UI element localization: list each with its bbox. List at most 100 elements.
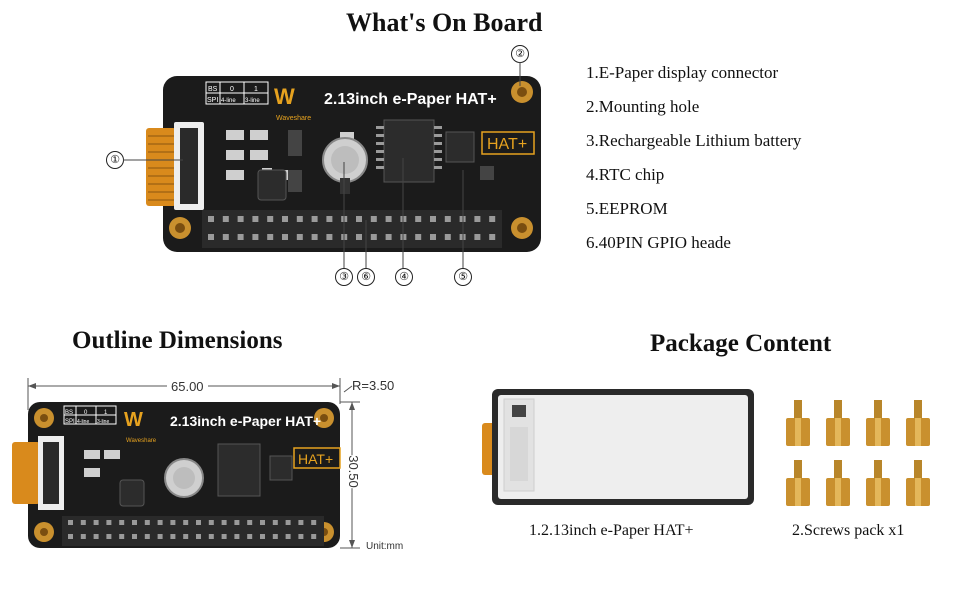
outline-drawing: BS 0 1 SPI 4-line 3-line W Waveshare 2.1… xyxy=(12,378,360,549)
gpio-pin xyxy=(285,534,291,539)
gpio-pin xyxy=(208,534,214,539)
brand-text: Waveshare xyxy=(276,115,311,122)
package-item-2: 2.Screws pack x1 xyxy=(792,522,905,539)
screws-image xyxy=(786,400,930,506)
gpio-pin xyxy=(157,534,163,539)
gpio-pin xyxy=(221,534,227,539)
gpio-pin xyxy=(119,520,125,525)
gpio-pin xyxy=(170,520,176,525)
gpio-pin xyxy=(157,520,163,525)
epaper-display-photo xyxy=(482,389,754,505)
width-dimension: 65.00 xyxy=(167,379,208,394)
display-panel xyxy=(498,395,748,499)
gpio-pin xyxy=(221,520,227,525)
svg-text:1: 1 xyxy=(254,86,258,93)
screw xyxy=(906,460,930,506)
gpio-pin xyxy=(106,520,112,525)
screw xyxy=(866,400,890,446)
gpio-pin xyxy=(385,216,392,222)
callout-3: ③ xyxy=(335,268,353,286)
gpio-pin xyxy=(132,534,137,539)
gpio-pin xyxy=(260,534,265,539)
feature-item: 2.Mounting hole xyxy=(586,97,700,116)
callout-leaders xyxy=(343,158,464,268)
gpio-pin xyxy=(93,520,99,525)
gpio-pin xyxy=(489,216,496,222)
board-photo-top: BS 0 1 SPI 4-line 3-line W Waveshare 2.1… xyxy=(146,76,541,252)
svg-text:3-line: 3-line xyxy=(245,98,260,104)
gpio-pin xyxy=(208,216,214,222)
gpio-pin xyxy=(234,520,240,525)
package-heading: Package Content xyxy=(650,330,832,357)
gpio-pin xyxy=(474,234,481,240)
gpio-pin xyxy=(260,520,265,525)
gpio-pin xyxy=(444,234,451,240)
svg-text:4-line: 4-line xyxy=(77,419,89,425)
svg-text:4-line: 4-line xyxy=(221,98,236,104)
gpio-pin xyxy=(356,234,362,240)
feature-item: 4.RTC chip xyxy=(586,165,665,184)
screw xyxy=(786,400,810,446)
hat-badge: HAT+ xyxy=(487,136,527,153)
screw xyxy=(786,460,810,506)
feature-item: 3.Rechargeable Lithium battery xyxy=(586,131,802,150)
screw xyxy=(826,460,850,506)
svg-text:BS: BS xyxy=(65,410,73,416)
gpio-pin xyxy=(272,534,278,539)
gpio-header xyxy=(62,516,324,546)
gpio-pin xyxy=(311,534,317,539)
outline-heading: Outline Dimensions xyxy=(72,327,283,354)
gpio-pin xyxy=(444,216,451,222)
svg-text:1: 1 xyxy=(104,410,108,416)
gpio-pin xyxy=(285,520,291,525)
board-title: 2.13inch e-Paper HAT+ xyxy=(324,91,497,108)
gpio-pin xyxy=(298,534,304,539)
gpio-pin xyxy=(222,234,229,240)
gpio-pin xyxy=(106,534,112,539)
gpio-pin xyxy=(415,234,422,240)
gpio-pin xyxy=(247,534,253,539)
gpio-pin xyxy=(430,216,436,222)
gpio-pin xyxy=(385,234,392,240)
gpio-header xyxy=(202,210,502,248)
feature-item: 1.E-Paper display connector xyxy=(586,63,779,82)
rtc-chip xyxy=(383,119,435,183)
gpio-pins xyxy=(68,520,317,539)
callout-1: ① xyxy=(106,151,124,169)
gpio-pin xyxy=(370,216,377,222)
gpio-pin xyxy=(144,520,150,525)
hat-badge: HAT+ xyxy=(298,451,333,467)
screw xyxy=(866,460,890,506)
svg-text:SPI: SPI xyxy=(207,97,218,104)
svg-text:BS: BS xyxy=(208,86,218,93)
waveshare-logo: W xyxy=(124,409,143,431)
gpio-pin xyxy=(170,534,176,539)
gpio-pin xyxy=(208,520,214,525)
unit-label: Unit:mm xyxy=(366,541,404,552)
gpio-pin xyxy=(326,216,333,222)
screw xyxy=(826,400,850,446)
gpio-pin xyxy=(267,216,274,222)
gpio-pin xyxy=(298,520,304,525)
callout-5: ⑤ xyxy=(454,268,472,286)
gpio-pin xyxy=(252,234,259,240)
gpio-pin xyxy=(237,234,244,240)
gpio-pin xyxy=(68,520,73,525)
gpio-pin xyxy=(282,216,288,222)
gpio-pin xyxy=(119,534,125,539)
callout-6: ⑥ xyxy=(357,268,375,286)
spi-table: BS 0 1 SPI 4-line 3-line xyxy=(63,405,117,425)
gpio-pin xyxy=(208,234,214,240)
eeprom-chip xyxy=(445,131,475,163)
gpio-pin xyxy=(415,216,422,222)
gpio-pin xyxy=(311,520,317,525)
on-board-heading: What's On Board xyxy=(346,8,543,37)
gpio-pin xyxy=(93,534,99,539)
package-item-1: 1.2.13inch e-Paper HAT+ xyxy=(529,522,694,539)
gpio-pin xyxy=(311,234,318,240)
feature-item: 5.EEPROM xyxy=(586,199,668,218)
gpio-pin xyxy=(326,234,333,240)
spi-table: BS 0 1 SPI 4-line 3-line xyxy=(205,81,269,105)
gpio-pin xyxy=(356,216,362,222)
waveshare-logo: W xyxy=(274,84,295,109)
